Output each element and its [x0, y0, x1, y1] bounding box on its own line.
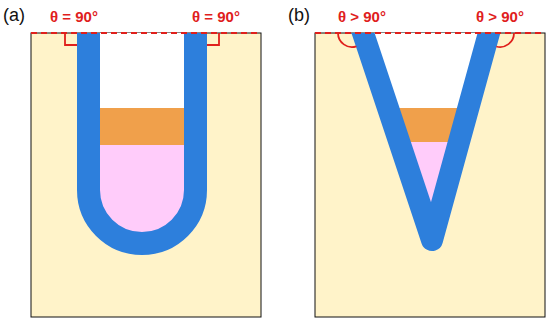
empty-space [88, 33, 196, 108]
panel-label: (b) [288, 6, 310, 24]
angle-label: θ = 90° [50, 9, 98, 24]
orange-layer [88, 108, 196, 145]
angle-label: θ = 90° [192, 9, 240, 24]
angle-arc [338, 33, 356, 47]
angle-label: θ > 90° [338, 9, 386, 24]
surface-line [315, 32, 545, 34]
right-angle-mark [207, 33, 219, 45]
angle-label: θ > 90° [476, 9, 524, 24]
angle-arc [496, 33, 514, 47]
panel-label: (a) [3, 6, 25, 24]
substrate [31, 33, 261, 317]
blue-liner [358, 33, 493, 240]
blue-liner [89, 33, 196, 244]
substrate [315, 33, 545, 317]
right-angle-mark [65, 33, 77, 45]
